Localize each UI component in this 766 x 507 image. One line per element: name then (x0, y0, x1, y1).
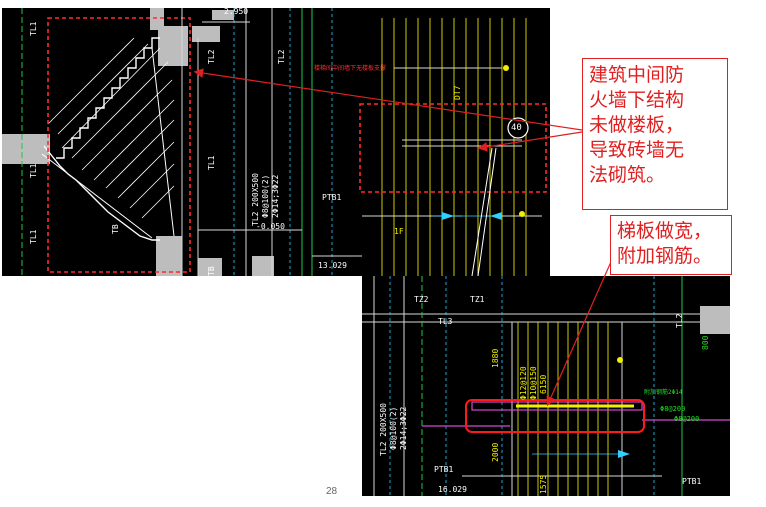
rebar-note-b: Φ8@200 (660, 405, 686, 413)
ptb1-label: PTB1 (322, 193, 342, 202)
tz1-label: TZ1 (470, 295, 485, 304)
rebar-spec-2: Φ10@150 (529, 366, 538, 400)
elevation-label-3: 2.950 (224, 8, 249, 16)
stair-section-drawing (2, 8, 547, 276)
floor-1f-label: 1F (394, 227, 404, 236)
dimension-2: 2000 (491, 442, 500, 462)
tl2-label-a: TL2 (207, 49, 216, 64)
tl3-label: TL3 (438, 317, 453, 326)
page-number: 28 (326, 486, 338, 497)
rebar-note-c: Φ8@200 (674, 415, 700, 423)
beam-spec-line-2: Φ8@100(2) (389, 406, 398, 450)
tz2-label: TZ2 (414, 295, 429, 304)
elevation-label: 16.029 (438, 485, 467, 494)
rebar-spec-3: 6150 (539, 374, 548, 394)
callout-2-line-1: 梯板做宽， (617, 220, 713, 242)
tl1-label-b: TL1 (29, 163, 38, 178)
tl1-label-c: TL1 (29, 229, 38, 244)
callout-firewall-no-slab: 建筑中间防 火墙下结构 未做楼板， 导致砖墙无 法砌筑。 (582, 58, 728, 210)
tb-label: TB (111, 224, 120, 234)
beam-spec-line-3: 2Φ14;3Φ22 (399, 406, 408, 450)
callout-1-line-5: 法砌筑。 (589, 164, 666, 186)
dimension-right: 800 (701, 335, 710, 350)
beam-spec-line-3: 2Φ14;3Φ22 (271, 174, 280, 218)
added-rebar-note: 附加钢筋2Φ14 (644, 389, 683, 396)
dt7-label: DT7 (453, 85, 462, 100)
rebar-spec-1: Φ12@120 (519, 366, 528, 400)
section-circle-number: 40 (511, 123, 522, 133)
red-annotation-note: 楼梯间中间墙下无楼板支撑 (314, 65, 387, 72)
elevation-label-2: 13.029 (318, 261, 347, 270)
callout-2-line-2: 附加钢筋。 (617, 245, 713, 267)
ptb1-label-a: PTB1 (434, 465, 454, 474)
callout-1-line-4: 导致砖墙无 (589, 139, 685, 161)
cad-drawing-stair-plan: TZ2 TZ1 TL3 TL2 PTB1 PTB1 16.029 TL2 200… (362, 276, 730, 496)
elevation-label-1: -0.050 (256, 222, 285, 231)
cad-drawing-stair-section: TL1 TL1 TL1 TL1 TL2 TL2 TB TB TL2 200X50… (2, 8, 550, 276)
callout-1-line-1: 建筑中间防 (589, 64, 685, 86)
callout-widen-stair-slab: 梯板做宽， 附加钢筋。 (610, 215, 732, 275)
tl1-label-d: TL1 (207, 155, 216, 170)
dimension-1: 1880 (491, 348, 500, 368)
callout-1-line-2: 火墙下结构 (589, 89, 685, 111)
ptb1-label-b: PTB1 (682, 477, 702, 486)
beam-spec-line-2: Φ8@100(2) (261, 174, 270, 218)
beam-spec-line-1: TL2 200X500 (251, 173, 260, 226)
tl2-label: TL2 (675, 313, 684, 328)
beam-spec-line-1: TL2 200X500 (379, 403, 388, 456)
stair-plan-drawing (362, 276, 730, 496)
tb-label-2: TB (207, 266, 216, 276)
callout-1-line-3: 未做楼板， (589, 114, 685, 136)
tl1-label-a: TL1 (29, 21, 38, 36)
tl2-label-b: TL2 (277, 49, 286, 64)
dimension-3: 1575 (539, 474, 548, 494)
